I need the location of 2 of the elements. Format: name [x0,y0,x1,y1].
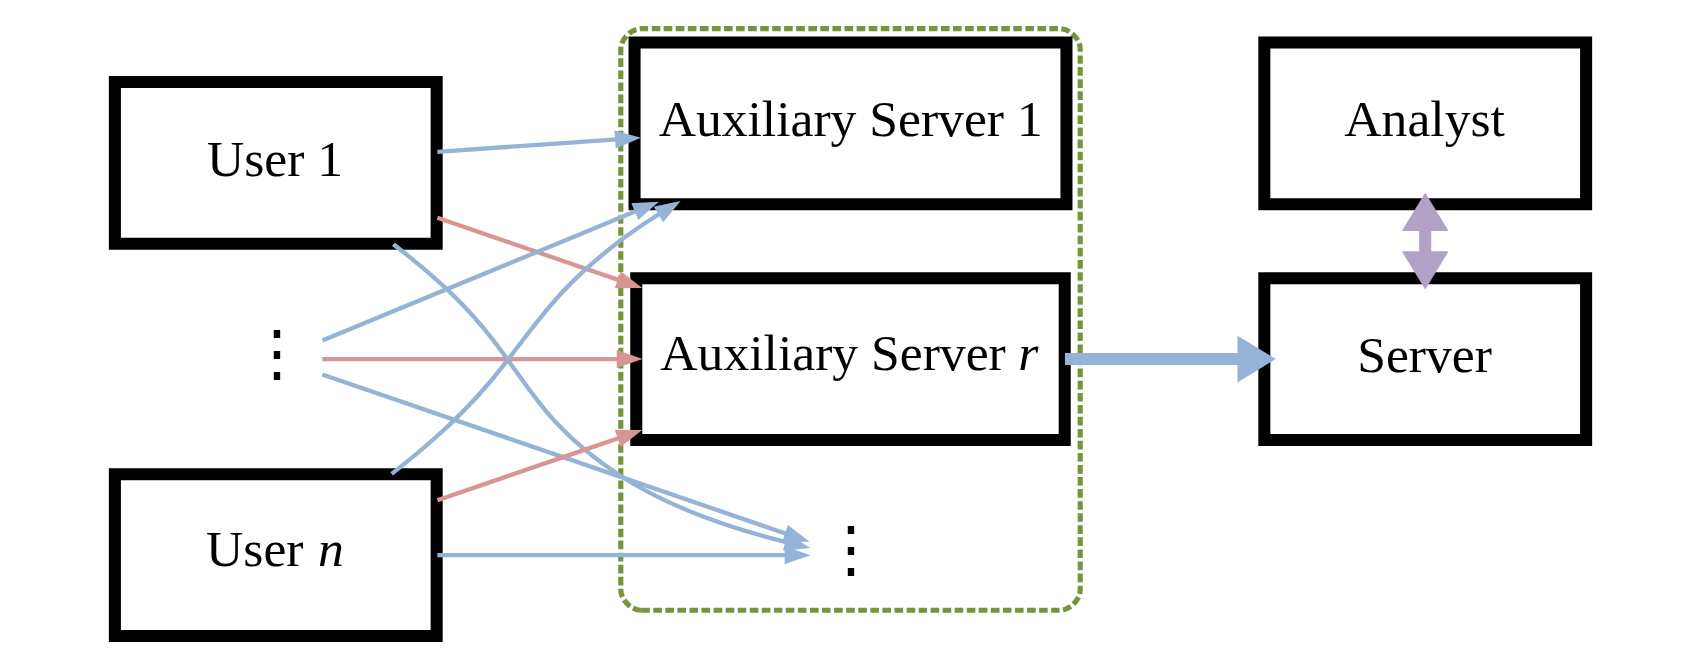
node-text: ⋮ [820,515,883,584]
node-text: ⋮ [245,319,308,388]
